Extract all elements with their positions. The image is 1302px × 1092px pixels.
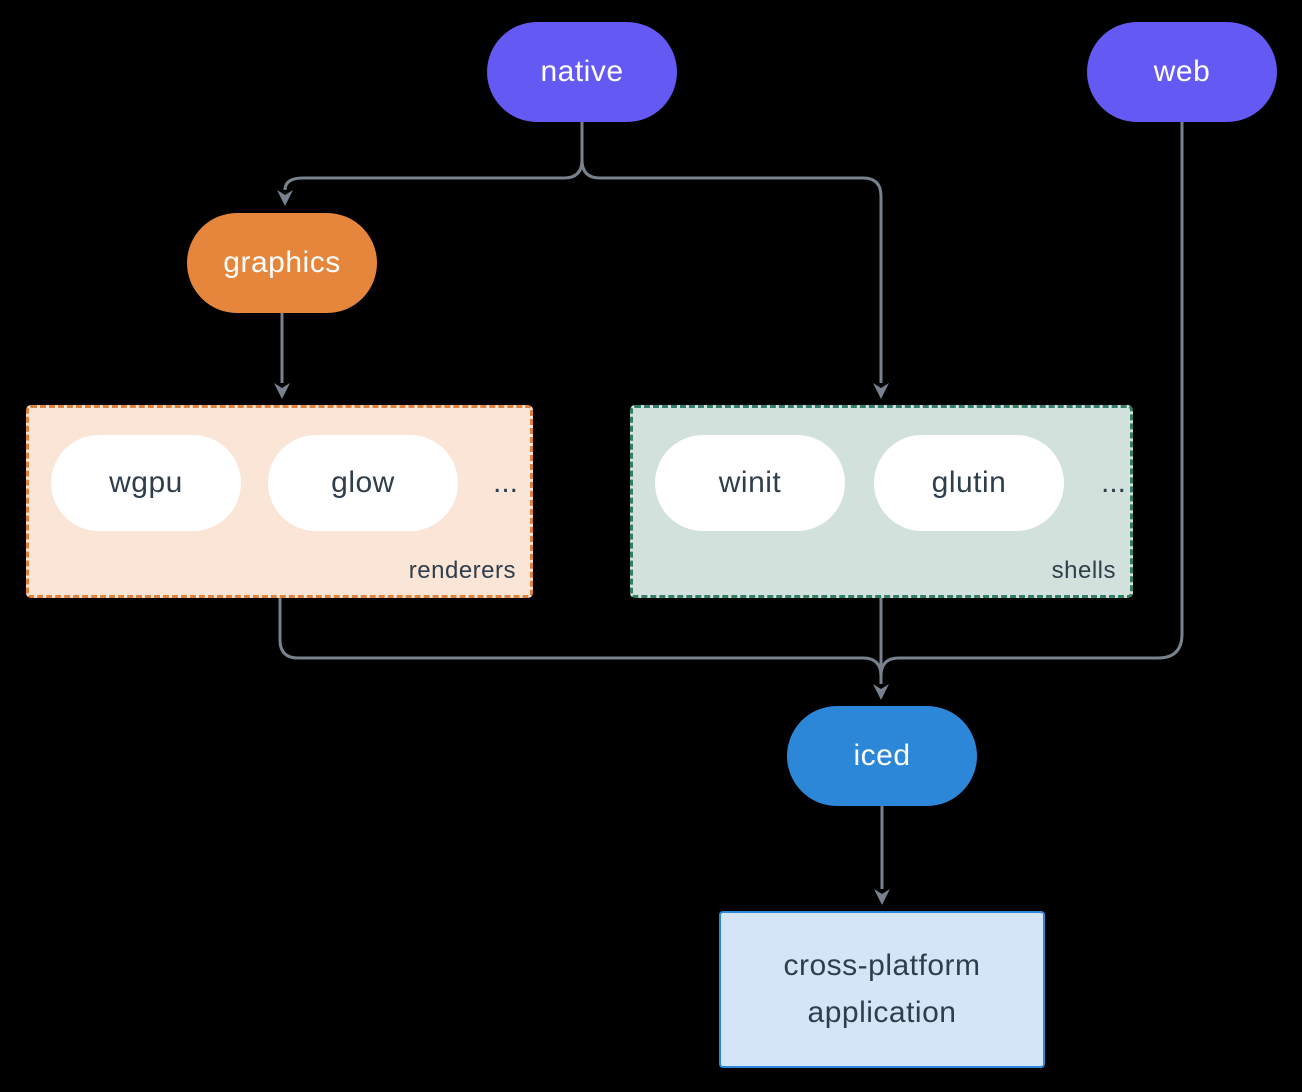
- shells-more-ellipsis: ...: [1101, 466, 1127, 499]
- node-iced: iced: [787, 706, 977, 806]
- shells-items-row: winit glutin ...: [655, 435, 1126, 531]
- node-glutin-label: glutin: [931, 466, 1007, 499]
- connector-renderers-to-iced: [278, 598, 883, 677]
- node-graphics: graphics: [187, 213, 377, 313]
- cross-platform-application-label: cross-platform application: [783, 949, 981, 1029]
- node-glow: glow: [268, 435, 458, 531]
- renderers-group-label: renderers: [408, 557, 516, 584]
- group-renderers: wgpu glow ... renderers: [26, 405, 533, 598]
- cross-platform-application-box: cross-platform application: [719, 911, 1045, 1068]
- group-shells: winit glutin ... shells: [630, 405, 1133, 598]
- shells-group-label: shells: [1051, 557, 1116, 584]
- connector-native-to-graphics: [277, 122, 584, 206]
- node-glutin: glutin: [874, 435, 1064, 531]
- node-web-label: web: [1153, 55, 1211, 88]
- node-winit: winit: [655, 435, 845, 531]
- node-wgpu: wgpu: [51, 435, 241, 531]
- node-graphics-label: graphics: [223, 246, 341, 279]
- renderers-more-ellipsis: ...: [493, 466, 519, 499]
- node-native: native: [487, 22, 677, 122]
- node-web: web: [1087, 22, 1277, 122]
- node-winit-label: winit: [718, 466, 782, 499]
- node-native-label: native: [540, 55, 624, 88]
- node-iced-label: iced: [853, 739, 911, 772]
- node-wgpu-label: wgpu: [109, 466, 183, 499]
- renderers-items-row: wgpu glow ...: [51, 435, 518, 531]
- node-glow-label: glow: [331, 466, 395, 499]
- connector-native-to-shells: [580, 122, 889, 399]
